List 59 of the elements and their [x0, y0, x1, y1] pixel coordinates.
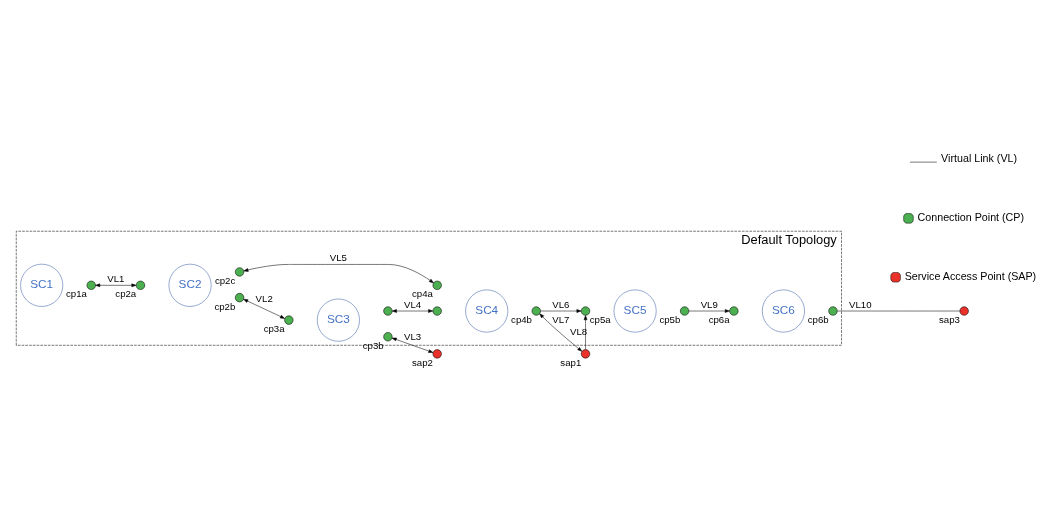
node-circle: SC4 — [465, 289, 509, 332]
arrow — [391, 337, 434, 353]
legend-label: Virtual Link (VL) — [941, 151, 1018, 164]
edge-label: VL7 — [552, 313, 570, 325]
legend-label: Connection Point (CP) — [917, 210, 1025, 223]
legend-label: Service Access Point (SAP) — [904, 269, 1037, 282]
edge-label: VL1 — [107, 272, 125, 284]
node-label: sap3 — [939, 313, 960, 325]
edge-label: VL4 — [403, 298, 422, 310]
node-circle: SC5 — [613, 289, 657, 332]
node-label: cp2a — [115, 287, 137, 299]
node-circle — [680, 305, 690, 316]
node-circle — [581, 305, 591, 316]
node-label: cp5b — [659, 313, 681, 325]
node-label: cp4a — [412, 287, 433, 299]
node-circle — [581, 348, 591, 358]
node-circle: SC2 — [168, 263, 212, 307]
node-label: cp2c — [214, 274, 236, 286]
edge-label: VL8 — [570, 325, 588, 337]
node-label: cp6a — [708, 313, 730, 325]
arrow — [243, 298, 285, 319]
node-label: cp5a — [589, 313, 611, 325]
node-label: cp4b — [511, 313, 532, 325]
node-circle — [235, 266, 245, 276]
node-circle — [86, 280, 96, 290]
edge-label: VL6 — [552, 298, 570, 310]
arrow — [688, 308, 730, 313]
node-label: cp2b — [214, 300, 236, 312]
node-label: cp6b — [807, 313, 829, 325]
node-circle — [729, 305, 739, 316]
node-circle — [135, 280, 146, 290]
node-label: cp1a — [66, 287, 87, 299]
node-circle — [531, 305, 541, 316]
edge-label: VL3 — [403, 330, 422, 342]
arrow — [539, 313, 583, 352]
node-circle — [235, 292, 245, 302]
node-circle — [959, 305, 969, 316]
node-circle — [284, 315, 294, 325]
edge-label: VL5 — [329, 251, 347, 263]
edge-label: VL10 — [849, 298, 872, 310]
node-circle — [432, 348, 442, 358]
node-label: sap1 — [560, 356, 582, 368]
arrow — [95, 283, 137, 287]
arrow — [540, 308, 582, 313]
node-circle — [828, 305, 838, 316]
arrow — [583, 314, 588, 350]
node-label: sap2 — [412, 356, 433, 368]
arrow — [391, 308, 434, 313]
edge-label: VL9 — [700, 298, 718, 310]
node-circle — [432, 280, 442, 290]
node-circle: SC6 — [762, 289, 805, 332]
node-circle — [383, 331, 393, 341]
node-circle — [383, 305, 393, 316]
edge-label: VL2 — [255, 292, 273, 304]
arrow — [243, 263, 434, 283]
node-label: cp3a — [263, 322, 285, 334]
node-circle: SC3 — [316, 298, 360, 342]
node-circle: SC1 — [20, 263, 64, 307]
node-circle — [432, 305, 442, 316]
